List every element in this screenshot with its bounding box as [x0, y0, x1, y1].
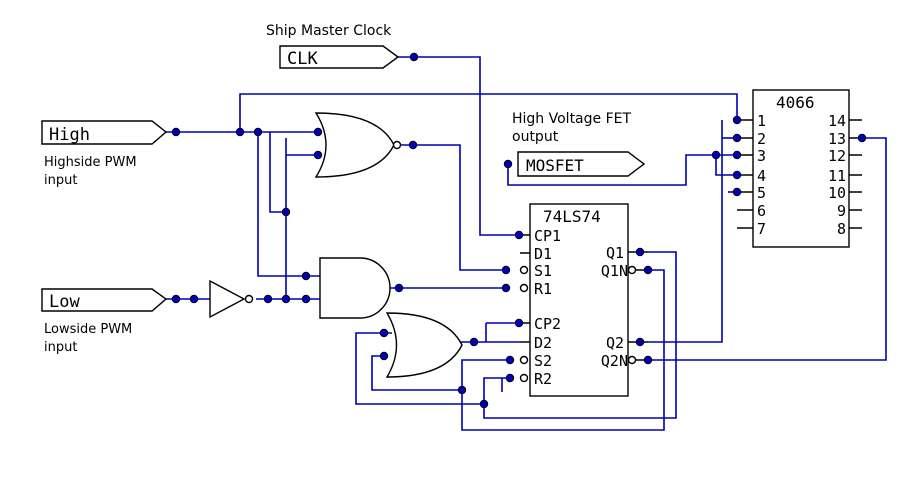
- pin-label: 2: [757, 130, 766, 148]
- low-label: Low: [49, 292, 80, 312]
- switch-chip: 4066 1 2 3 4 5 6 7 14 13 12 11 10 9 8: [737, 89, 862, 248]
- clk-label: CLK: [287, 49, 318, 69]
- pin-label: 5: [757, 184, 766, 202]
- pin-label: R1: [534, 280, 552, 298]
- clk-terminal: CLK: [279, 45, 400, 69]
- pin-label: 13: [828, 130, 846, 148]
- junction-dots: [171, 52, 867, 409]
- ff-name: 74LS74: [543, 207, 601, 226]
- sw-name: 4066: [776, 93, 815, 112]
- pin-label: 7: [757, 220, 766, 238]
- low-desc-1: Lowside PWM: [44, 322, 132, 337]
- fet-title-1: High Voltage FET: [512, 111, 631, 127]
- low-desc-2: input: [44, 340, 77, 355]
- pin-label: CP1: [534, 227, 561, 245]
- pin-label: Q2N: [601, 352, 628, 370]
- pin-label: Q1N: [601, 262, 628, 280]
- pin-label: 10: [828, 184, 846, 202]
- mosfet-terminal: MOSFET: [517, 151, 646, 177]
- pin-label: 14: [828, 112, 846, 130]
- nor-gate: [314, 112, 402, 178]
- pin-label: Q1: [606, 244, 624, 262]
- high-label: High: [49, 125, 90, 145]
- pin-label: S2: [534, 352, 552, 370]
- pin-label: S1: [534, 262, 552, 280]
- pin-label: 1: [757, 112, 766, 130]
- pin-label: 11: [828, 167, 846, 185]
- pin-label: CP2: [534, 315, 561, 333]
- flipflop-chip: 74LS74 CP1 D1 S1 R1 CP2 D2 S2 R2 Q1 Q1N …: [519, 203, 648, 397]
- pin-label: R2: [534, 370, 552, 388]
- high-desc-2: input: [44, 173, 77, 188]
- pin-label: 3: [757, 147, 766, 165]
- inverter-gate: [209, 279, 254, 319]
- clock-title: Ship Master Clock: [266, 23, 392, 39]
- and-gate: [319, 257, 391, 319]
- pin-label: 6: [757, 202, 766, 220]
- pin-label: D2: [534, 334, 552, 352]
- pin-label: 4: [757, 167, 766, 185]
- pin-label: D1: [534, 245, 552, 263]
- fet-title-2: output: [512, 129, 559, 145]
- pin-label: 8: [837, 220, 846, 238]
- pin-label: 9: [837, 202, 846, 220]
- high-desc-1: Highside PWM: [44, 155, 137, 170]
- or-gate: [385, 312, 463, 378]
- pin-label: 12: [828, 147, 846, 165]
- mosfet-label: MOSFET: [526, 156, 584, 175]
- high-terminal: High: [41, 120, 168, 145]
- pin-label: Q2: [606, 334, 624, 352]
- low-terminal: Low: [41, 288, 168, 312]
